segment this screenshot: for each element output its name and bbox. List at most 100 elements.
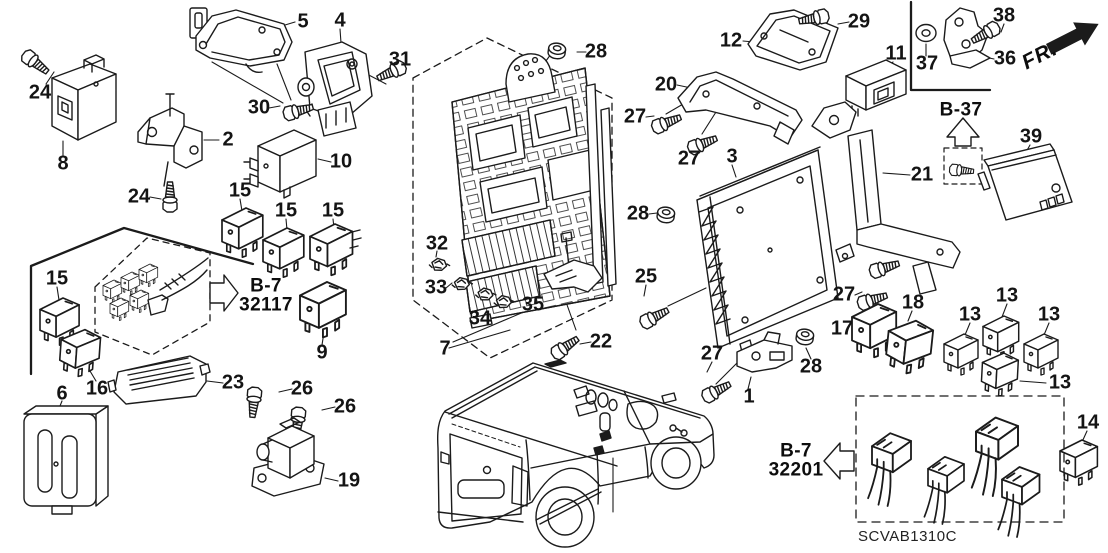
callout-27: 27 xyxy=(832,283,856,306)
part-1-bracket xyxy=(736,331,793,373)
callout-22: 22 xyxy=(589,330,613,353)
callout-29: 29 xyxy=(847,10,871,33)
part-12-bracket xyxy=(747,9,839,71)
callout-2: 2 xyxy=(222,128,234,151)
callout-36: 36 xyxy=(993,47,1017,70)
part-4-unit xyxy=(281,41,409,137)
ref-code-line: B-7 xyxy=(780,440,812,462)
ref-b37: B-37 xyxy=(939,99,983,121)
part-2-bracket xyxy=(137,93,203,213)
part-21-bracket xyxy=(811,101,961,295)
callout-18: 18 xyxy=(901,291,925,314)
callout-12: 12 xyxy=(719,29,743,52)
callout-15: 15 xyxy=(45,267,69,290)
callout-23: 23 xyxy=(221,371,245,394)
callout-4: 4 xyxy=(334,9,346,32)
callout-27: 27 xyxy=(700,342,724,365)
callout-27: 27 xyxy=(623,105,647,128)
ref-b7-32201: B-7 32201 xyxy=(768,440,824,481)
callout-31: 31 xyxy=(388,48,412,71)
fr-arrow xyxy=(1046,22,1099,55)
callout-17: 17 xyxy=(830,317,854,340)
connector-box-32201 xyxy=(855,395,1065,538)
part-14-relay xyxy=(1059,439,1099,486)
part-13-relay xyxy=(943,333,979,376)
callout-3: 3 xyxy=(726,145,738,168)
part-28-nut xyxy=(794,327,816,347)
callout-13: 13 xyxy=(1048,371,1072,394)
callout-20: 20 xyxy=(654,73,678,96)
b37-bolt xyxy=(948,163,975,178)
callout-5: 5 xyxy=(297,10,309,33)
callout-24: 24 xyxy=(127,185,151,208)
part-37-grommet xyxy=(915,23,937,43)
section-frame-right xyxy=(909,0,992,92)
callout-28: 28 xyxy=(584,40,608,63)
callout-7: 7 xyxy=(439,337,451,360)
fuse-box-assembly xyxy=(412,37,617,363)
callout-15: 15 xyxy=(274,199,298,222)
part-15-relay xyxy=(309,223,354,277)
callout-15: 15 xyxy=(321,199,345,222)
ref-code-line: B-7 xyxy=(250,275,282,297)
part-8-unit xyxy=(18,47,117,141)
callout-28: 28 xyxy=(799,355,823,378)
callout-26: 26 xyxy=(290,377,314,400)
callout-27: 27 xyxy=(677,147,701,170)
part-13-relay xyxy=(982,315,1020,360)
callout-15: 15 xyxy=(228,179,252,202)
part-27-bolt xyxy=(699,377,734,406)
part-5-bracket xyxy=(189,7,293,74)
ref-b7-32117: B-7 32117 xyxy=(239,275,293,316)
part-6-unit xyxy=(23,405,109,515)
callout-9: 9 xyxy=(316,341,328,364)
part-15-relay xyxy=(262,227,305,279)
part-15-relay xyxy=(221,207,264,259)
callout-28: 28 xyxy=(626,202,650,225)
part-26-bolt xyxy=(244,386,263,419)
part-25-bolt xyxy=(637,303,672,332)
part-23-tray xyxy=(107,355,211,405)
part-19-sensor xyxy=(251,417,325,497)
ref-arrow-32201 xyxy=(823,442,855,480)
callout-14: 14 xyxy=(1076,411,1100,434)
part-27-bolt xyxy=(867,256,902,281)
callout-24: 24 xyxy=(28,81,52,104)
relay-prongs xyxy=(349,229,362,249)
callout-13: 13 xyxy=(1037,303,1061,326)
callout-6: 6 xyxy=(56,382,68,405)
connector-cluster-32117 xyxy=(94,237,211,356)
callout-33: 33 xyxy=(424,276,448,299)
callout-32: 32 xyxy=(425,232,449,255)
part-39-unit xyxy=(977,143,1073,221)
diagram-code: SCVAB1310C xyxy=(858,528,957,545)
part-9-relay xyxy=(299,281,347,339)
ref-code-line: 32117 xyxy=(239,295,293,316)
callout-13: 13 xyxy=(995,284,1019,307)
callout-35: 35 xyxy=(521,293,545,316)
callout-26: 26 xyxy=(333,395,357,418)
part-27-bolt xyxy=(649,110,684,136)
ref-code-line: 32201 xyxy=(768,460,824,481)
part-28-nut xyxy=(655,205,677,225)
ref-arrow-32117 xyxy=(209,274,239,312)
vehicle-outline xyxy=(436,359,715,548)
part-13-relay xyxy=(1023,333,1059,376)
callout-19: 19 xyxy=(337,469,361,492)
part-13-relay xyxy=(980,351,1020,398)
callout-34: 34 xyxy=(468,307,492,330)
part-36-bracket xyxy=(943,7,991,69)
section-frame-left xyxy=(29,226,255,376)
callout-1: 1 xyxy=(743,385,755,408)
callout-11: 11 xyxy=(885,42,907,65)
callout-37: 37 xyxy=(915,52,939,75)
callout-39: 39 xyxy=(1019,125,1043,148)
callout-16: 16 xyxy=(85,377,109,400)
part-10-relay xyxy=(243,129,317,199)
callout-10: 10 xyxy=(329,150,353,173)
ref-box-b37 xyxy=(943,147,983,185)
part-16-relay xyxy=(57,327,102,379)
part-3-ecu xyxy=(696,146,855,353)
